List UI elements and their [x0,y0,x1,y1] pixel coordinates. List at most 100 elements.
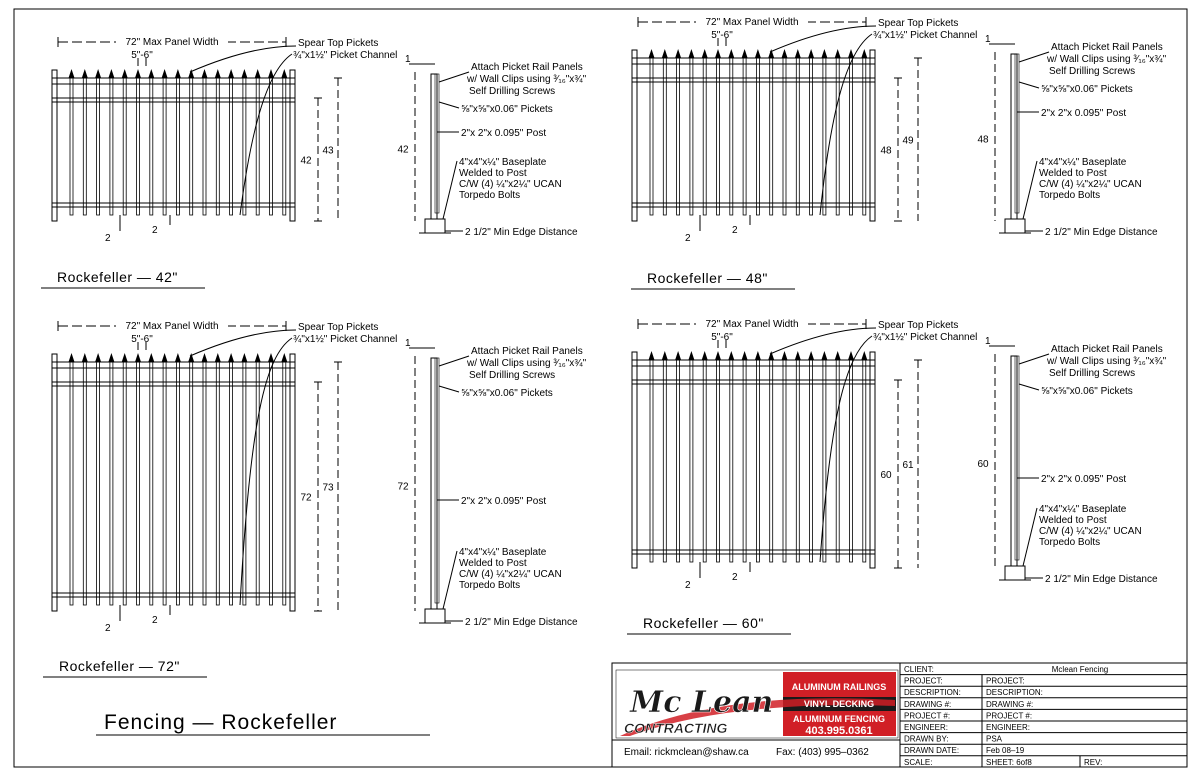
attach-leader [1018,51,1050,63]
spear-top [848,351,854,360]
spear-top [174,69,181,78]
side-height-label: 60 [977,459,989,470]
side-post [430,73,438,220]
callout-attach-3: Self Drilling Screws [1049,66,1135,77]
pickets-leader [1018,383,1040,391]
spear-top [808,49,815,58]
picket [756,359,760,563]
callout-bolts: C/W (4) ¼"x2¼" UCAN [459,178,562,190]
spear-top [161,69,168,78]
picket [729,359,734,563]
picket [136,361,140,606]
spear-top [214,69,221,78]
max-panel-width-label: 72" Max Panel Width [705,319,798,330]
height-inner-label: 72 [300,493,312,504]
right-post [869,351,876,569]
spear-top [188,69,195,78]
side-post [430,357,438,610]
spear-top [241,353,248,362]
attach-leader [438,355,470,367]
side-picket [1014,53,1020,214]
attach-leader [438,71,470,83]
tb-row-value: DESCRIPTION: [986,688,1043,697]
tb-row-label: DRAWN DATE: [904,746,959,755]
spear-top [68,353,75,362]
tb-sheet-label: SHEET: 6of8 [986,758,1032,767]
side-baseplate [1004,218,1026,234]
logo-swoosh [620,698,895,736]
width-label-mask [116,318,228,331]
bottom-gap-mid-label: 2 [152,225,158,236]
side-picket [1014,355,1020,561]
spear-top [201,69,208,78]
spear-top [268,353,274,362]
tb-row-value: PROJECT #: [986,711,1032,720]
picket [649,359,654,563]
picket [122,361,127,606]
spear-top [148,69,155,78]
spear-top [95,69,102,78]
spear-top [808,351,815,360]
picket-spacing-label: 5"-6" [711,332,733,343]
picket [162,361,167,606]
spear-top [688,351,695,360]
spear-top [728,49,735,58]
side-baseplate [424,608,446,624]
panel-title: Rockefeller — 60" [643,615,764,631]
mclean-logo: Mc Lean CONTRACTING ALUMINUM RAILINGS VI… [615,669,899,739]
picket [175,77,180,216]
height-inner-label: 42 [300,156,312,167]
callout-attach-1: Attach Picket Rail Panels [471,62,583,73]
picket-channel-label: ¾"x1½" Picket Channel [293,334,397,345]
spear-top [81,69,88,78]
spear-top [281,69,288,78]
spear-top [174,353,181,362]
right-post [289,69,296,222]
picket-channel-label: ¾"x1½" Picket Channel [293,50,397,61]
spear-top [661,351,668,360]
height-outer-label: 61 [902,460,914,471]
spear-top-label: Spear Top Pickets [878,18,958,29]
spear-top [848,49,854,58]
picket-channel-label: ¾"x1½" Picket Channel [873,332,977,343]
picket [215,361,220,606]
callout-bolts: C/W (4) ¼"x2¼" UCAN [1039,178,1142,190]
logo-service-decking: VINYL DECKING [804,699,874,709]
callout-welded: Welded to Post [1039,168,1107,179]
side-height-label: 42 [397,145,409,156]
spear-top [254,69,261,78]
picket [229,361,234,606]
callout-attach-2: w/ Wall Clips using ³⁄₁₆"x¾" [466,74,587,85]
callout-post: 2"x 2"x 0.095" Post [1041,108,1126,119]
max-panel-width-label: 72" Max Panel Width [705,17,798,28]
side-top-gap-label: 1 [405,338,411,349]
spear-top [228,353,235,362]
logo-service-fencing: ALUMINUM FENCING [793,714,885,724]
callout-attach-3: Self Drilling Screws [1049,368,1135,379]
baseplate-leader [1022,160,1038,220]
spear-top [741,351,748,360]
spear-top [861,351,868,360]
spear-top [861,49,868,58]
callout-attach-1: Attach Picket Rail Panels [1051,344,1163,355]
tb-row-label: PROJECT #: [904,711,950,720]
sheet-title: Fencing — Rockefeller [104,711,337,734]
left-post [51,353,58,612]
picket [782,359,787,563]
picket [835,359,840,563]
picket [795,359,800,563]
spear-top [768,49,775,58]
logo-phone: 403.995.0361 [805,725,872,737]
tb-row-label: ENGINEER: [904,723,948,732]
spear-top [648,351,655,360]
right-post [869,49,876,222]
width-label-mask [696,14,808,27]
picket [809,359,813,563]
max-panel-width-label: 72" Max Panel Width [125,321,218,332]
picket [215,77,220,216]
spear-top [228,69,235,78]
channel-leader [819,335,873,563]
